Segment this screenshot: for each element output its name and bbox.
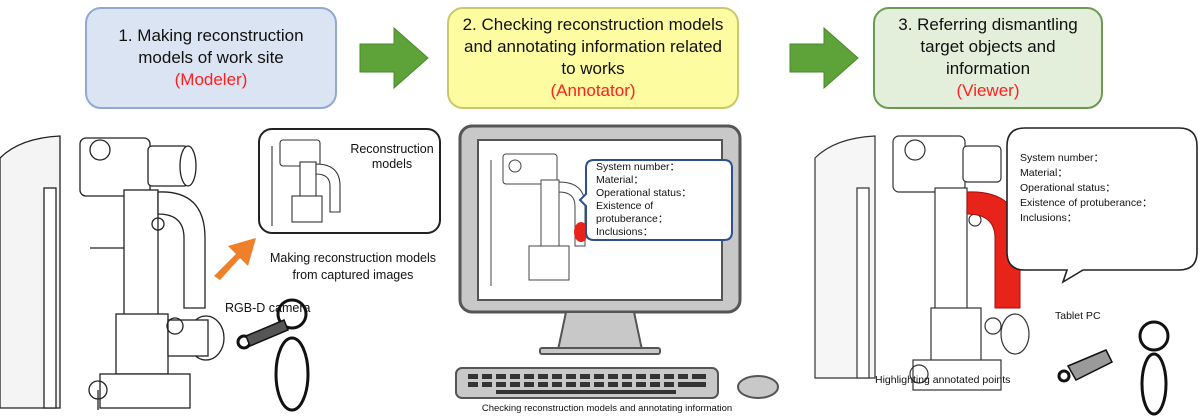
annotator-caption: Checking reconstruction models and annot… — [481, 403, 733, 414]
inset-label: Reconstruction models — [350, 142, 434, 171]
bubble-line: System number： — [1020, 152, 1105, 164]
callout-line: System number： — [596, 161, 681, 173]
tablet-operator-icon — [1057, 320, 1170, 416]
bubble-line: Material： — [1020, 167, 1068, 179]
viewer-caption: Highlighting annotated points — [875, 374, 1011, 386]
step-role: (Annotator) — [550, 81, 636, 100]
callout-line: Inclusions： — [596, 226, 654, 238]
mouse-icon — [737, 375, 779, 399]
annotation-callout-bubble — [578, 159, 733, 241]
step-role: (Viewer) — [956, 81, 1020, 100]
flow-arrow-1-icon — [359, 26, 429, 90]
bubble-line: Inclusions： — [1020, 212, 1078, 224]
capture-caption: Making reconstruction models from captur… — [269, 251, 437, 282]
step-box-annotator: 2. Checking reconstruction models and an… — [447, 7, 739, 109]
callout-line: Existence of — [596, 200, 654, 212]
plant-piping-illustration — [0, 135, 225, 410]
step-box-viewer: 3. Referring dismantling target objects … — [873, 7, 1103, 109]
reconstruction-model-icon — [271, 139, 341, 226]
callout-line: protuberance： — [596, 213, 669, 225]
step-title: 3. Referring dismantling target objects … — [898, 15, 1078, 78]
step-title: 2. Checking reconstruction models and an… — [462, 15, 724, 78]
viewer-piping-illustration — [814, 135, 1030, 391]
speech-bubble — [1006, 127, 1198, 284]
camera-label: RGB-D camera — [225, 301, 311, 315]
viewer-info-bubble: System number： Material： Operational sta… — [1020, 151, 1198, 226]
step-title: 1. Making reconstruction models of work … — [118, 26, 304, 67]
tablet-label: Tablet PC — [1055, 310, 1101, 322]
camera-operator-icon — [236, 298, 310, 412]
screen-model-illustration — [490, 153, 588, 286]
annotation-callout: System number： Material： Operational sta… — [596, 161, 736, 239]
step-role: (Modeler) — [174, 70, 248, 89]
callout-line: Material： — [596, 174, 644, 186]
bubble-line: Operational status： — [1020, 182, 1116, 194]
step-box-modeler: 1. Making reconstruction models of work … — [85, 7, 337, 109]
bubble-line: Existence of protuberance： — [1020, 197, 1153, 209]
callout-line: Operational status： — [596, 187, 692, 199]
flow-arrow-2-icon — [789, 26, 859, 90]
capture-arrow-icon — [214, 238, 256, 280]
